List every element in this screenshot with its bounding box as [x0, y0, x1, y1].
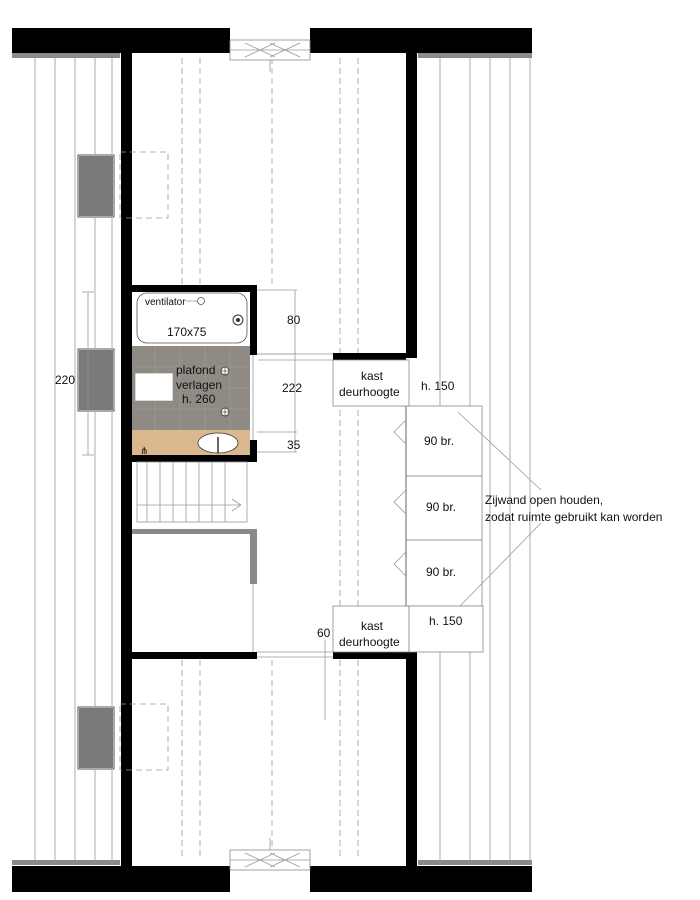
dim-35-label: 35 [287, 438, 301, 452]
note-leader-lines [457, 411, 542, 607]
stairs [136, 461, 248, 523]
kast-top: kast deurhoogte h. 150 [332, 359, 455, 407]
dim-80-label: 80 [287, 313, 301, 327]
ceiling-label-2: verlagen [176, 378, 222, 392]
ceiling-label-3: h. 260 [182, 392, 216, 406]
wardrobe-units: 90 br. 90 br. 90 br. [390, 405, 483, 607]
wardrobe-3-label: 90 br. [426, 565, 456, 579]
ventilator-label: ventilator [145, 297, 186, 308]
bath-size-label: 170x75 [167, 325, 207, 339]
dimension-220: 220 [55, 291, 94, 456]
kast-bottom-door-label: deurhoogte [339, 635, 400, 649]
bathroom-dimensions [257, 289, 333, 453]
roof-window-bottom [77, 703, 169, 771]
tap-icon: ⋔ [140, 446, 148, 457]
dim-220-label: 220 [55, 373, 75, 387]
ceiling-label-1: plafond [176, 363, 215, 377]
wardrobe-2-label: 90 br. [426, 500, 456, 514]
bathroom: ⋔ ventilator 170x75 plafond verlagen h. … [121, 285, 257, 462]
note-line-2: zodat ruimte gebruikt kan worden [485, 510, 662, 524]
kast-bottom-label: kast [361, 619, 384, 633]
kast-bottom: kast deurhoogte h. 150 [332, 605, 484, 653]
kast-top-height-label: h. 150 [421, 379, 455, 393]
storage-room-walls [132, 529, 333, 720]
wardrobe-1-label: 90 br. [424, 434, 454, 448]
dim-222-label: 222 [282, 381, 302, 395]
kast-bottom-height-label: h. 150 [429, 614, 463, 628]
bathtub [136, 292, 248, 344]
gable-window-top [229, 39, 311, 72]
dim-60-label: 60 [317, 626, 331, 640]
gable-window-bottom [229, 838, 311, 871]
kast-top-label: kast [361, 369, 384, 383]
eaves-edge-strips [12, 53, 532, 865]
note-line-1: Zijwand open houden, [485, 493, 603, 507]
ventilator-icon [197, 297, 205, 305]
roof-window-top [77, 151, 169, 219]
roof-window-middle [77, 348, 115, 412]
kast-top-door-label: deurhoogte [339, 385, 400, 399]
